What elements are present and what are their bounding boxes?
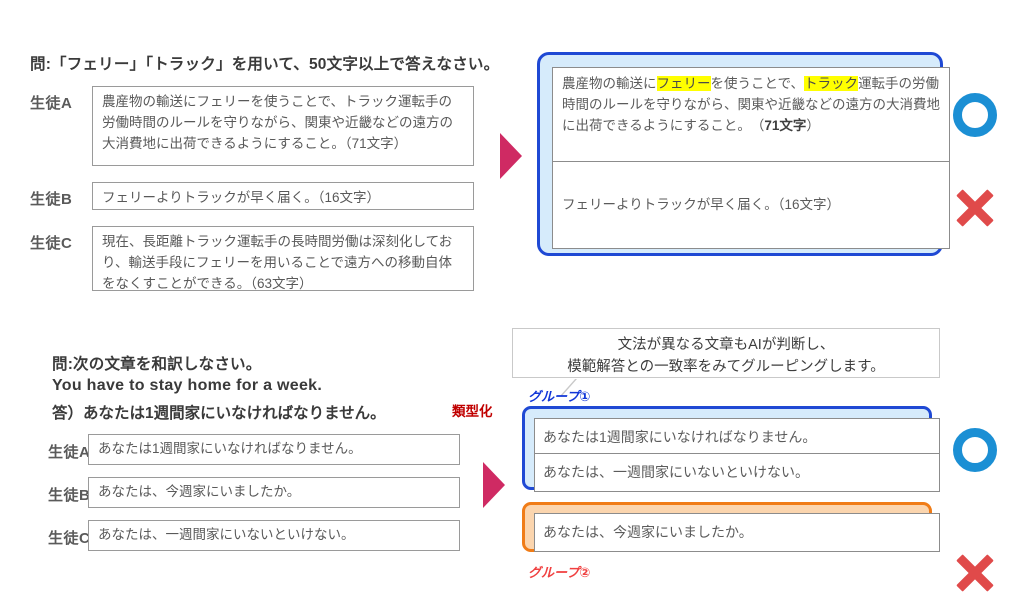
correct-circle-mark-reading bbox=[953, 93, 997, 137]
callout-tail bbox=[560, 378, 576, 396]
group-2-item-1: あなたは、今週家にいましたか。 bbox=[534, 513, 940, 552]
student-c-answer-reading: 現在、長距離トラック運転手の長時間労働は深刻化しており、輸送手段にフェリーを用い… bbox=[92, 226, 474, 291]
incorrect-x-mark-reading bbox=[953, 186, 997, 230]
reading-incorrect-answer-box: フェリーよりトラックが早く届く。（16文字） bbox=[552, 161, 950, 249]
keyword-highlight-truck: トラック bbox=[804, 76, 859, 91]
model-answer: 答）あなたは1週間家にいなければなりません。 bbox=[52, 405, 386, 422]
student-b-label-translation: 生徒B bbox=[48, 487, 91, 504]
ai-explanation-callout: 文法が異なる文章もAIが判断し、 模範解答との一致率をみてグルーピングします。 bbox=[512, 328, 940, 378]
correct-answer-prefix: 農産物の輸送に bbox=[562, 76, 657, 91]
correct-answer-suffix: 運転手の労働時間のルールを守りながら、関東や近畿などの遠方の大消費地に出荷できる… bbox=[562, 76, 940, 133]
correct-circle-mark-translation bbox=[953, 428, 997, 472]
callout-line-1: 文法が異なる文章もAIが判断し、 bbox=[617, 337, 835, 353]
group-1-item-1: あなたは1週間家にいなければなりません。 bbox=[534, 418, 940, 457]
student-b-label-reading: 生徒B bbox=[30, 191, 73, 208]
categorization-label: 類型化 bbox=[452, 404, 493, 419]
group-2-panel: あなたは、今週家にいましたか。 bbox=[522, 502, 940, 552]
reading-result-panel: 農産物の輸送にフェリーを使うことで、トラック運転手の労働時間のルールを守りながら… bbox=[537, 52, 950, 256]
student-a-answer-translation: あなたは1週間家にいなければなりません。 bbox=[88, 434, 460, 465]
correct-answer-charcount: 71文字 bbox=[764, 117, 807, 133]
flow-arrow-reading bbox=[500, 133, 522, 179]
reading-correct-answer-box: 農産物の輸送にフェリーを使うことで、トラック運転手の労働時間のルールを守りながら… bbox=[552, 67, 950, 166]
group-1-panel: あなたは1週間家にいなければなりません。 あなたは、一週間家にいないといけない。 bbox=[522, 406, 940, 492]
student-c-label-translation: 生徒C bbox=[48, 530, 91, 547]
group-1-item-2: あなたは、一週間家にいないといけない。 bbox=[534, 453, 940, 492]
correct-answer-middle: を使うことで、 bbox=[710, 76, 805, 91]
student-b-answer-reading: フェリーよりトラックが早く届く。（16文字） bbox=[92, 182, 474, 210]
student-c-answer-translation: あなたは、一週間家にいないといけない。 bbox=[88, 520, 460, 551]
student-a-answer-reading: 農産物の輸送にフェリーを使うことで、トラック運転手の労働時間のルールを守りながら… bbox=[92, 86, 474, 166]
group-2-label: グループ② bbox=[528, 565, 591, 580]
student-a-label-translation: 生徒A bbox=[48, 444, 91, 461]
correct-answer-tail: ） bbox=[806, 117, 820, 133]
english-sentence: You have to stay home for a week. bbox=[52, 377, 323, 394]
student-c-label-reading: 生徒C bbox=[30, 235, 73, 252]
flow-arrow-translation bbox=[483, 462, 505, 508]
callout-line-2: 模範解答との一致率をみてグルーピングします。 bbox=[567, 358, 885, 375]
reading-question-header: 問:「フェリー」「トラック」を用いて、50文字以上で答えなさい。 bbox=[30, 56, 500, 73]
student-a-label-reading: 生徒A bbox=[30, 95, 73, 112]
group-1-label: グループ① bbox=[528, 389, 591, 404]
translation-question-header: 問:次の文章を和訳しなさい。 bbox=[52, 356, 262, 373]
student-b-answer-translation: あなたは、今週家にいましたか。 bbox=[88, 477, 460, 508]
incorrect-x-mark-translation bbox=[953, 551, 997, 595]
keyword-highlight-ferry: フェリー bbox=[656, 76, 711, 91]
